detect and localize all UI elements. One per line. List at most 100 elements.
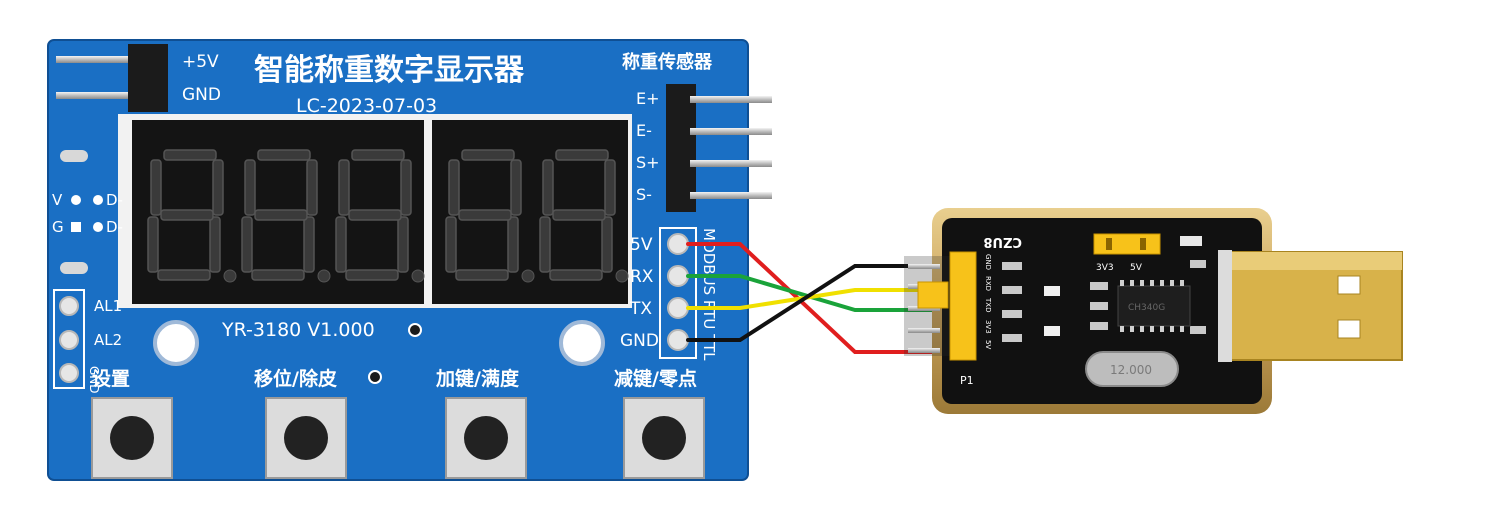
sensor-pin-s-minus: S-: [636, 185, 652, 204]
sensor-pin-e-plus: E+: [636, 89, 660, 108]
segment-f: [448, 159, 460, 216]
sensor-header: 称重传感器 E+ E- S+ S-: [622, 51, 772, 212]
chip-label: CH340G: [1128, 303, 1165, 313]
mount-hole-left: [153, 320, 199, 366]
alarm-label-al1: AL1: [94, 297, 122, 315]
wire-rx: [686, 274, 962, 312]
pad-label-g: G: [52, 218, 64, 236]
segment-dp: [317, 269, 331, 283]
left-pads: V G D- D-: [52, 150, 123, 274]
segment-g: [348, 209, 402, 221]
segment-f: [542, 159, 554, 216]
module-brand: CZU8: [983, 234, 1022, 249]
segment-d: [251, 269, 305, 281]
board-version: YR-3180 V1.000: [221, 319, 375, 341]
comm-pin-5v: 5V: [630, 235, 653, 255]
comm-pin-tx: TX: [629, 299, 652, 319]
minus-zero-button[interactable]: [623, 397, 705, 479]
shift-tare-button[interactable]: [265, 397, 347, 479]
display-digits: [147, 149, 629, 283]
segment-a: [257, 149, 311, 161]
segment-dp: [615, 269, 629, 283]
crystal: 12.000: [1085, 351, 1179, 387]
segment-e: [241, 216, 253, 273]
mount-hole-right: [559, 320, 605, 366]
display-board: +5V GND 智能称重数字显示器 LC-2023-07-03 称重传感器 E+…: [47, 39, 772, 481]
usb-a-plug: [1218, 250, 1403, 362]
button-label-minus-zero: 减键/零点: [614, 367, 697, 390]
jumper-wires: [686, 242, 962, 354]
segment-f: [150, 159, 162, 216]
pad-label-d2: D-: [106, 218, 123, 236]
button-label-setup: 设置: [92, 368, 130, 390]
sensor-title: 称重传感器: [622, 51, 713, 73]
alarm-header: AL1 AL2 GND: [53, 289, 122, 394]
header-label: P1: [960, 374, 974, 387]
segment-dp: [223, 269, 237, 283]
segment-b: [306, 159, 318, 216]
board-title: 智能称重数字显示器: [254, 53, 525, 88]
wire-gnd: [686, 264, 962, 342]
segment-a: [555, 149, 609, 161]
segment-g: [552, 209, 606, 221]
segment-g: [160, 209, 214, 221]
sensor-pin-e-minus: E-: [636, 121, 652, 140]
header-pin-3v3: 3V3: [984, 320, 992, 334]
header-pin-5v: 5V: [984, 340, 992, 349]
segment-c: [209, 216, 221, 273]
crystal-label: 12.000: [1110, 363, 1152, 377]
segment-f: [244, 159, 256, 216]
button-label-shift-tare: 移位/除皮: [254, 367, 337, 390]
segment-b: [212, 159, 224, 216]
setup-button[interactable]: [91, 397, 173, 479]
ch340-chip: CH340G: [1117, 280, 1191, 332]
segment-dp: [411, 269, 425, 283]
segment-a: [163, 149, 217, 161]
jumper-label-3v3: 3V3: [1096, 263, 1114, 273]
segment-c: [397, 216, 409, 273]
alarm-label-al2: AL2: [94, 331, 122, 349]
segment-d: [345, 269, 399, 281]
comm-pin-rx: RX: [630, 267, 654, 287]
segment-e: [147, 216, 159, 273]
digit-2: [241, 149, 331, 283]
segment-dp: [521, 269, 535, 283]
comm-pin-gnd: GND: [620, 331, 659, 351]
segment-g: [458, 209, 512, 221]
pad-label-v: V: [52, 191, 63, 209]
segment-a: [461, 149, 515, 161]
usb-ttl-module: P1 GND RXD TXD 3V3 5V CZU8 3V3 5V: [904, 208, 1403, 414]
button-label-plus-span: 加键/满度: [435, 367, 520, 390]
power-label-gnd: GND: [182, 85, 221, 105]
header-pin-gnd: GND: [984, 254, 992, 270]
header-pin-rxd: RXD: [984, 276, 992, 291]
pad-label-d1: D-: [106, 191, 123, 209]
wire-tx: [686, 288, 962, 310]
digit-5: [539, 149, 629, 283]
voltage-jumper[interactable]: [1093, 233, 1161, 255]
segment-d: [157, 269, 211, 281]
comm-protocol-label: MODBUS RTU TTL: [700, 228, 718, 361]
segment-d: [455, 269, 509, 281]
header-jumper-cap: [917, 281, 949, 309]
segment-c: [507, 216, 519, 273]
segment-e: [539, 216, 551, 273]
digit-4: [445, 149, 535, 283]
header-pin-txd: TXD: [984, 297, 992, 312]
board-model-date: LC-2023-07-03: [296, 95, 437, 117]
header-housing: [949, 251, 977, 361]
segment-b: [604, 159, 616, 216]
digit-3: [335, 149, 425, 283]
segment-f: [338, 159, 350, 216]
sensor-pin-s-plus: S+: [636, 153, 660, 172]
alarm-label-gnd: GND: [87, 366, 101, 394]
comm-header: 5V RX TX GND MODBUS RTU TTL: [620, 227, 718, 361]
digit-1: [147, 149, 237, 283]
power-header: +5V GND: [56, 44, 221, 112]
jumper-label-5v: 5V: [1130, 263, 1143, 273]
segment-d: [549, 269, 603, 281]
segment-c: [303, 216, 315, 273]
segment-a: [351, 149, 405, 161]
plus-span-button[interactable]: [445, 397, 527, 479]
